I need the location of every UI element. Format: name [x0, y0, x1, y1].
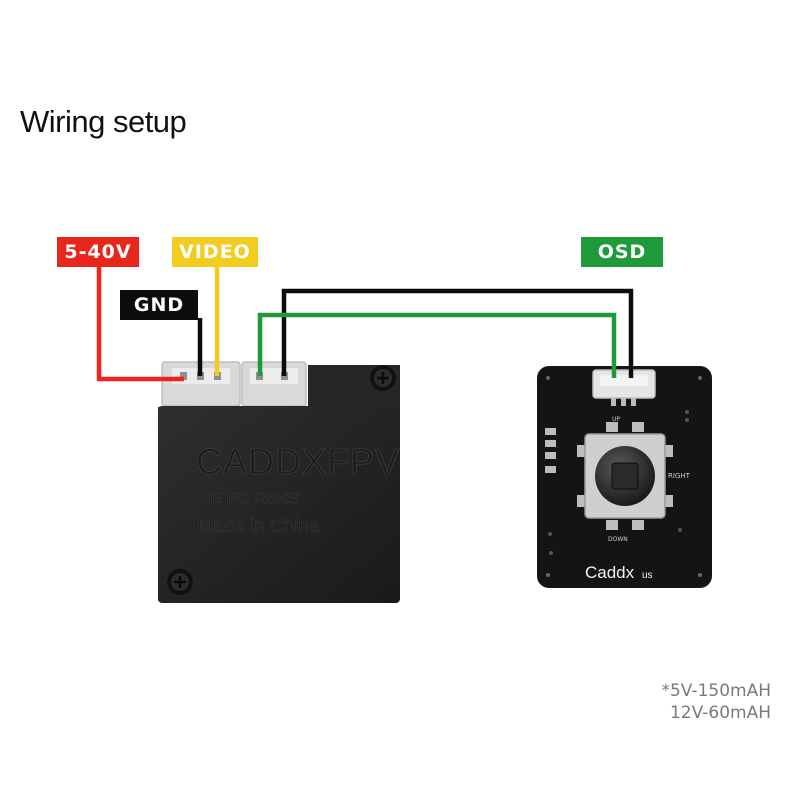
osd-board-brand: Caddx [585, 563, 635, 582]
osd-label: OSD [581, 237, 663, 267]
down-label: DOWN [608, 536, 628, 543]
camera-module: CADDXFPV CE FC RoHS Made in China [158, 361, 400, 603]
note-line-1: *5V-150mAH [661, 681, 771, 701]
camera-origin: Made in China [197, 516, 320, 537]
video-label: VIDEO [172, 237, 258, 267]
camera-brand: CADDXFPV [196, 441, 400, 482]
note-line-2: 12V-60mAH [669, 703, 771, 723]
up-label: UP [612, 416, 620, 423]
osd-connector [592, 369, 656, 406]
camera-certifications: CE FC RoHS [198, 489, 299, 508]
ground-label: GND [120, 290, 198, 320]
screw-icon [167, 569, 193, 595]
power-label: 5-40V [57, 237, 139, 267]
camera-connector-right [241, 361, 307, 407]
page-title: Wiring setup [20, 104, 187, 139]
osd-board: UP RIGHT DOWN Caddx us [537, 366, 712, 588]
power-wire [96, 266, 184, 382]
osd-signal-wire [257, 312, 617, 378]
joystick-switch[interactable] [584, 433, 666, 519]
osd-ground-wire [281, 288, 634, 378]
power-consumption-note: *5V-150mAH 12V-60mAH [571, 680, 771, 724]
right-label: RIGHT [668, 472, 691, 480]
osd-board-suffix: us [642, 570, 653, 581]
screw-icon [370, 365, 396, 391]
